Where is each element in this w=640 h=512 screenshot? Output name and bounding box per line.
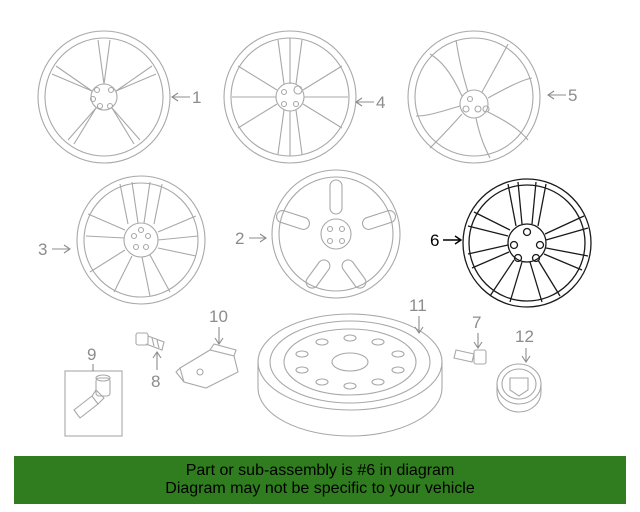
bolt-part-8[interactable] bbox=[135, 332, 165, 351]
callout-5: 5 bbox=[568, 86, 577, 105]
callout-1: 1 bbox=[192, 88, 201, 107]
wheel-part-6[interactable] bbox=[462, 178, 592, 308]
banner-line-2: Diagram may not be specific to your vehi… bbox=[165, 480, 475, 497]
callout-3: 3 bbox=[38, 240, 47, 259]
callout-8: 8 bbox=[151, 372, 160, 391]
parts-diagram: 1 4 5 bbox=[37, 30, 592, 437]
callout-4: 4 bbox=[376, 93, 385, 112]
callout-10: 10 bbox=[209, 307, 228, 326]
lug-bolt-part-7[interactable] bbox=[453, 349, 487, 365]
spare-wheel-part-11[interactable] bbox=[257, 313, 443, 437]
callout-7: 7 bbox=[472, 313, 481, 332]
wheel-part-3[interactable] bbox=[76, 175, 206, 305]
wheel-part-1[interactable] bbox=[37, 30, 171, 164]
wheel-part-2[interactable] bbox=[271, 169, 401, 299]
callout-9: 9 bbox=[87, 345, 96, 364]
tpms-sensor-part-10[interactable] bbox=[175, 343, 239, 389]
callout-12: 12 bbox=[515, 327, 534, 346]
callout-6: 6 bbox=[430, 231, 439, 250]
wheel-part-4[interactable] bbox=[223, 30, 357, 164]
center-cap-part-12[interactable] bbox=[496, 363, 542, 413]
wheel-part-5[interactable] bbox=[407, 30, 541, 164]
info-banner: Part or sub-assembly is #6 in diagram Di… bbox=[14, 456, 626, 504]
valve-stem-part-9[interactable] bbox=[64, 370, 123, 437]
callout-2: 2 bbox=[235, 229, 244, 248]
callout-11: 11 bbox=[409, 296, 427, 315]
banner-line-1: Part or sub-assembly is #6 in diagram bbox=[185, 462, 455, 479]
